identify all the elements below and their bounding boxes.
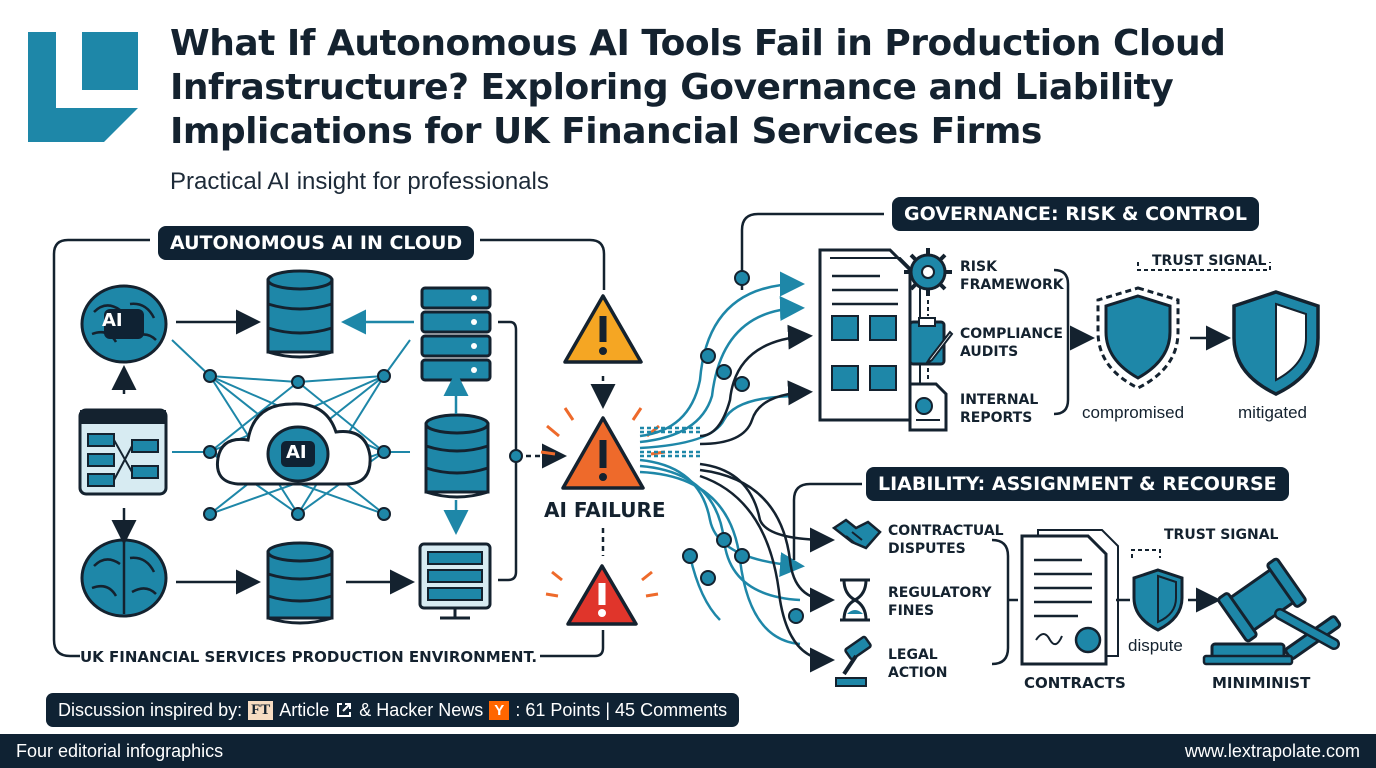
shield-mitigated-label: mitigated: [1238, 403, 1307, 422]
gavel-small-icon: [835, 635, 872, 687]
contracts-icon: [1020, 529, 1119, 666]
failure-label: AI FAILURE: [544, 498, 666, 522]
fanout-lines-navy: [699, 212, 884, 673]
network-node: [509, 449, 523, 463]
fanout-lines-teal: [639, 271, 805, 646]
alert-warning-icon: [545, 564, 659, 626]
liability-bracket: [991, 538, 1010, 666]
footer-site-link[interactable]: www.lextrapolate.com: [1184, 741, 1360, 761]
dispute-shield-icon: [1132, 568, 1184, 632]
page-title: What If Autonomous AI Tools Fail in Prod…: [170, 23, 1226, 152]
governance-item-reports: INTERNAL REPORTS: [960, 392, 1039, 426]
governance-heading: GOVERNANCE: RISK & CONTROL: [892, 197, 1259, 231]
contracts-label: CONTRACTS: [1024, 674, 1126, 692]
cloud-ai-badge: AI: [286, 442, 307, 463]
database-icon: [266, 269, 334, 359]
shield-compromised-label: compromised: [1082, 403, 1185, 422]
server-terminal-icon: [418, 542, 492, 620]
liability-item-contractual: CONTRACTUAL DISPUTES: [888, 523, 1004, 557]
governance-trust-signal: TRUST SIGNAL: [1152, 253, 1267, 269]
environment-label: UK FINANCIAL SERVICES PRODUCTION ENVIRON…: [80, 648, 538, 666]
article-link[interactable]: Article: [279, 699, 330, 720]
brand-logo: [28, 32, 138, 142]
footer-bar: Four editorial infographics www.lextrapo…: [0, 734, 1376, 768]
dispute-label: dispute: [1128, 636, 1183, 655]
database-icon: [266, 541, 334, 625]
left-panel-frame: [52, 238, 606, 658]
flow-arrows-teal: [341, 309, 469, 535]
mitigated-shield-icon: [1232, 290, 1320, 396]
outcome-label: MINIMINIST: [1212, 674, 1311, 692]
network-node: [203, 369, 391, 521]
connector-node: [682, 270, 804, 624]
left-panel-heading: AUTONOMOUS AI IN CLOUD: [158, 226, 475, 260]
report-icon: [908, 382, 948, 432]
liability-item-legal: LEGAL ACTION: [888, 647, 948, 681]
ai-badge: AI: [102, 310, 123, 331]
brain-icon: [80, 538, 168, 618]
cloud-brain-icon: [266, 425, 330, 483]
credit-prefix: Discussion inspired by:: [58, 699, 243, 720]
credit-bar: Discussion inspired by: FT Article & Hac…: [46, 693, 740, 727]
ycombinator-icon: Y: [489, 700, 510, 720]
database-icon: [424, 413, 490, 499]
hourglass-icon: [840, 578, 870, 622]
failure-to-env-line: [540, 630, 605, 658]
governance-item-compliance: COMPLIANCE AUDITS: [960, 326, 1063, 360]
gear-icon: [904, 248, 952, 296]
ft-icon: FT: [248, 700, 274, 720]
server-rack-icon: [420, 286, 492, 382]
footer-left-text: Four editorial infographics: [16, 741, 224, 761]
warning-triangle-icon: [563, 294, 643, 364]
clipboard-icon: [908, 317, 954, 366]
governance-item-risk: RISK FRAMEWORK: [960, 259, 1064, 293]
alarm-warning-icon: [540, 407, 666, 490]
hacker-news-link[interactable]: & Hacker News: [359, 699, 484, 720]
liability-heading: LIABILITY: ASSIGNMENT & RECOURSE: [866, 467, 1289, 501]
handshake-icon: [831, 518, 882, 550]
document-stack-icon: [818, 248, 921, 422]
hn-stats: : 61 Points | 45 Comments: [515, 699, 728, 720]
flow-arrows: [111, 309, 415, 595]
compromised-shield-icon: [1096, 286, 1180, 390]
liability-trust-signal: TRUST SIGNAL: [1164, 527, 1279, 543]
brain-icon: [80, 284, 168, 364]
external-link-icon[interactable]: [335, 701, 353, 719]
governance-bracket: [1053, 268, 1070, 416]
dashboard-icon: [78, 408, 168, 496]
liability-item-regulatory: REGULATORY FINES: [888, 585, 992, 619]
page-subtitle: Practical AI insight for professionals: [170, 168, 549, 195]
